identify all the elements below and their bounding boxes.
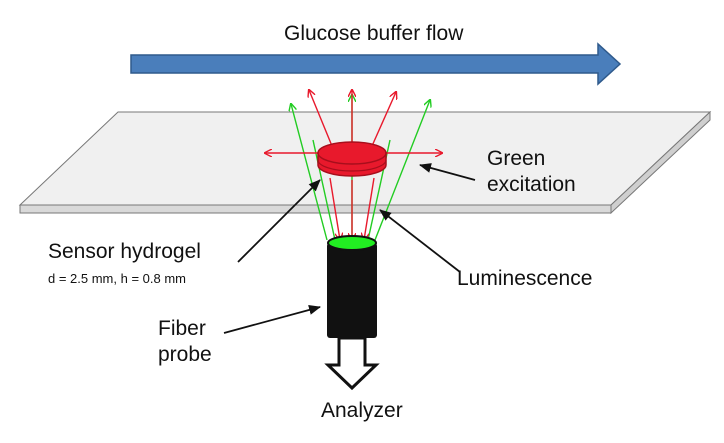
excitation-label-line2: excitation <box>487 173 576 196</box>
red-ray <box>329 177 340 240</box>
red-ray <box>309 90 333 147</box>
analyzer-label: Analyzer <box>321 399 403 422</box>
excitation-pointer <box>419 163 476 181</box>
fiber-label-line2: probe <box>158 343 212 366</box>
pointer-lines <box>223 163 476 334</box>
excitation-label-line1: Green <box>487 147 545 170</box>
flow-label: Glucose buffer flow <box>284 22 464 45</box>
red-light-rays <box>265 90 442 240</box>
flow-arrow <box>130 42 622 86</box>
sensor-hydrogel-disk <box>317 141 387 177</box>
green-ray <box>312 139 336 241</box>
probe-tip <box>327 235 377 251</box>
hydrogel-dimensions: d = 2.5 mm, h = 0.8 mm <box>48 271 186 286</box>
fiber-pointer <box>223 305 321 334</box>
red-ray <box>364 177 375 240</box>
fiber-label-line1: Fiber <box>158 317 206 340</box>
hydrogel-pointer <box>237 179 321 263</box>
fiber-probe <box>327 235 377 338</box>
luminescence-label: Luminescence <box>457 267 592 290</box>
green-ray <box>291 104 328 241</box>
luminescence-pointer <box>379 209 461 273</box>
red-ray <box>371 92 396 147</box>
analyzer-arrow <box>324 336 380 391</box>
hydrogel-label: Sensor hydrogel <box>48 240 201 263</box>
